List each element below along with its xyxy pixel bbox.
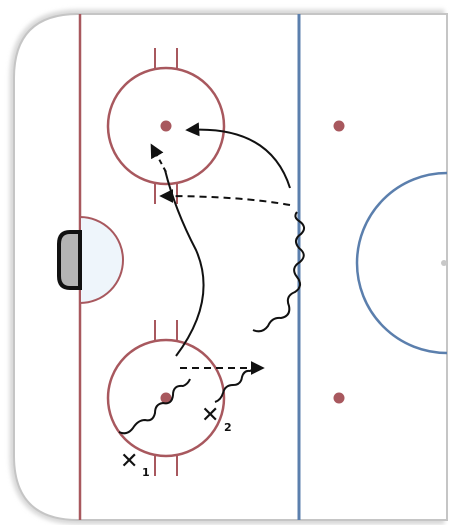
skate-arc-to-top-circle: [185, 122, 291, 189]
neutral-zone-dot-bottom: [333, 392, 345, 404]
faceoff-circle-top: [106, 66, 226, 186]
player-1-x-icon: ✕: [120, 449, 138, 474]
skate-path-player-2-blue-line: [252, 211, 305, 333]
faceoff-circle-bottom: [106, 338, 226, 458]
skate-path-player-2: [214, 366, 255, 403]
center-circle: [355, 171, 448, 355]
player-2-x-icon: ✕: [201, 403, 219, 428]
skate-path-player-1: [118, 378, 191, 435]
center-dot: [441, 260, 447, 266]
player-1-marker: ✕ 1: [120, 449, 150, 479]
goal-net: [57, 230, 82, 290]
faceoff-dot-top: [160, 120, 172, 132]
neutral-zone-dot-top: [333, 120, 345, 132]
faceoff-dot-bottom: [160, 392, 172, 404]
player-1-label: 1: [142, 466, 150, 479]
player-2-marker: ✕ 2: [201, 403, 232, 434]
player-2-label: 2: [224, 421, 232, 434]
shot-arrow-top-circle: [150, 143, 167, 173]
pass-arrow-blue-line-to-slot: [159, 189, 291, 206]
goal-crease: [79, 215, 124, 305]
